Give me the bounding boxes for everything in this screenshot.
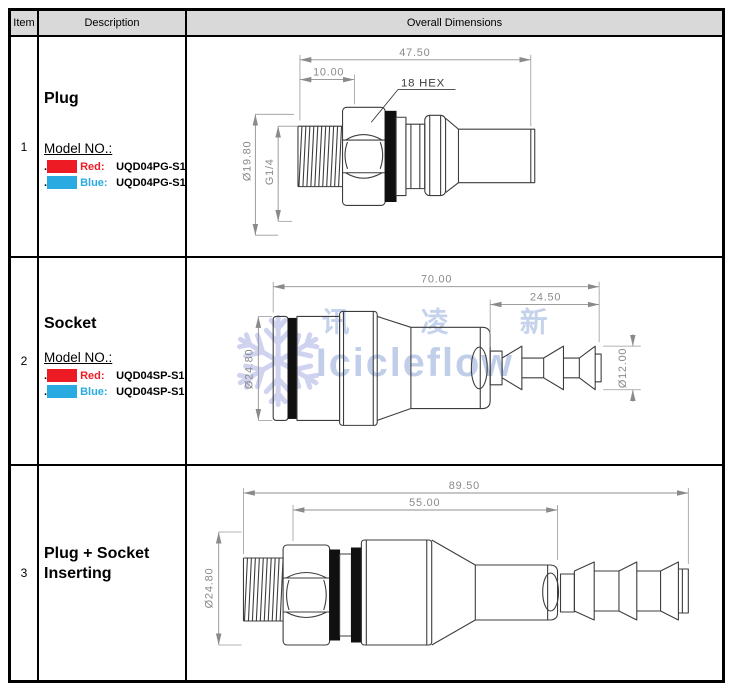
watermark-cjk-2: 凌	[421, 306, 449, 337]
o-ring	[329, 549, 341, 641]
blue-label: Blue:	[80, 176, 108, 189]
plug-drawing: 47.50 10.00 18 HEX Ø19.80 G1/4	[241, 47, 536, 236]
dim-insert-length: 55.00	[409, 497, 440, 509]
row1-model-block: Model NO.: . Red: UQD04PG-S1R . Blue: UQ…	[44, 141, 185, 189]
plug-geometry	[297, 106, 536, 207]
row3-drawing-cell: 89.50 55.00 Ø24.80	[187, 466, 722, 680]
red-swatch	[47, 160, 78, 173]
header-item: Item	[11, 11, 39, 37]
dim-overall-length: 70.00	[421, 274, 452, 286]
header-description: Description	[39, 11, 187, 37]
row2-drawing-cell: 讯 凌 新 Icicleflow 70.00	[187, 258, 722, 466]
assembly-geometry	[242, 539, 689, 646]
red-label: Red:	[80, 369, 105, 382]
hose-barb	[501, 345, 602, 391]
sleeve	[360, 539, 433, 646]
sleeve	[339, 310, 378, 426]
dim-diameter: Ø19.80	[241, 141, 253, 181]
blue-model-code: UQD04PG-S1B	[116, 176, 187, 189]
dim-hex-label: 18 HEX	[401, 78, 445, 90]
dim-thread-spec: G1/4	[264, 158, 276, 185]
bullet: .	[44, 369, 48, 382]
thread-section	[242, 557, 284, 622]
bullet: .	[44, 176, 48, 189]
row2-model-block: Model NO.: . Red: UQD04SP-S1R . Blue: UQ…	[44, 350, 185, 398]
watermark-cjk-3: 新	[520, 306, 548, 337]
o-ring	[384, 110, 397, 202]
row1-title: Plug	[44, 90, 79, 107]
row1-item-number: 1	[11, 37, 39, 258]
socket-geometry	[272, 310, 602, 426]
step	[395, 116, 407, 197]
item-number: 3	[20, 566, 28, 580]
socket-dimensions: 70.00 24.50 Ø24.80 Ø12.00	[243, 274, 641, 421]
blue-model-code: UQD04SP-S1B	[116, 385, 187, 398]
assembly-dimensions: 89.50 55.00 Ø24.80	[204, 480, 689, 646]
release-button	[470, 346, 488, 390]
blue-label: Blue:	[80, 385, 108, 398]
watermark-brand: Icicleflow	[316, 341, 514, 385]
row1-drawing-cell: 47.50 10.00 18 HEX Ø19.80 G1/4	[187, 37, 722, 258]
release-button	[542, 572, 560, 612]
model-row-blue: . Blue: UQD04PG-S1B	[44, 176, 185, 189]
step	[339, 553, 353, 637]
row1-description: Plug Model NO.: . Red: UQD04PG-S1R . Blu…	[39, 37, 187, 258]
dim-body-diameter: Ø24.80	[204, 568, 216, 609]
neck	[405, 123, 426, 190]
red-model-code: UQD04SP-S1R	[116, 369, 187, 382]
socket-body	[431, 539, 559, 646]
row2-description: Socket Model NO.: . Red: UQD04SP-S1R . B…	[39, 258, 187, 466]
item-number: 1	[20, 139, 28, 154]
header-dimensions-label: Overall Dimensions	[406, 17, 503, 29]
model-row-blue: . Blue: UQD04SP-S1B	[44, 385, 185, 398]
dim-barb-diameter: Ø12.00	[617, 348, 629, 388]
dim-overall-length: 89.50	[449, 480, 480, 492]
dim-overall-length: 47.50	[399, 47, 430, 59]
header-item-label: Item	[13, 17, 35, 29]
row3-title: Plug + Socket Inserting	[44, 545, 150, 582]
red-model-code: UQD04PG-S1R	[116, 160, 187, 173]
model-row-red: . Red: UQD04PG-S1R	[44, 160, 185, 173]
dim-body-diameter: Ø24.80	[243, 349, 255, 389]
socket-body	[377, 315, 491, 421]
blue-swatch	[47, 385, 78, 398]
header-dimensions: Overall Dimensions	[187, 11, 722, 37]
item-number: 2	[20, 354, 28, 368]
thread-section	[297, 125, 343, 188]
hose-barb	[573, 561, 689, 621]
model-heading: Model NO.:	[44, 350, 113, 365]
spec-table: Item Description Overall Dimensions 1 Pl…	[8, 8, 725, 683]
model-row-red: . Red: UQD04SP-S1R	[44, 369, 185, 382]
flange	[424, 114, 447, 197]
row3-item-number: 3	[11, 466, 39, 680]
header-description-label: Description	[84, 17, 140, 29]
hex-nut	[282, 544, 331, 646]
plug-dimensions: 47.50 10.00 18 HEX Ø19.80 G1/4	[241, 47, 532, 236]
dim-barb-length: 24.50	[530, 292, 561, 304]
row2-item-number: 2	[11, 258, 39, 466]
red-swatch	[47, 369, 78, 382]
blue-swatch	[47, 176, 78, 189]
dim-thread-length: 10.00	[313, 67, 344, 79]
assembly-drawing: 89.50 55.00 Ø24.80	[204, 480, 689, 646]
socket-drawing: 讯 凌 新 Icicleflow 70.00	[237, 274, 641, 426]
bullet: .	[44, 160, 48, 173]
red-label: Red:	[80, 160, 105, 173]
plug-tail	[457, 128, 536, 184]
bullet: .	[44, 385, 48, 398]
model-heading: Model NO.:	[44, 141, 113, 156]
hex-nut	[342, 106, 386, 207]
barb-stem	[559, 573, 575, 613]
row3-description: Plug + Socket Inserting	[39, 466, 187, 680]
seal-ring	[287, 317, 298, 419]
row2-title: Socket	[44, 315, 97, 332]
lock-ring	[350, 547, 362, 643]
